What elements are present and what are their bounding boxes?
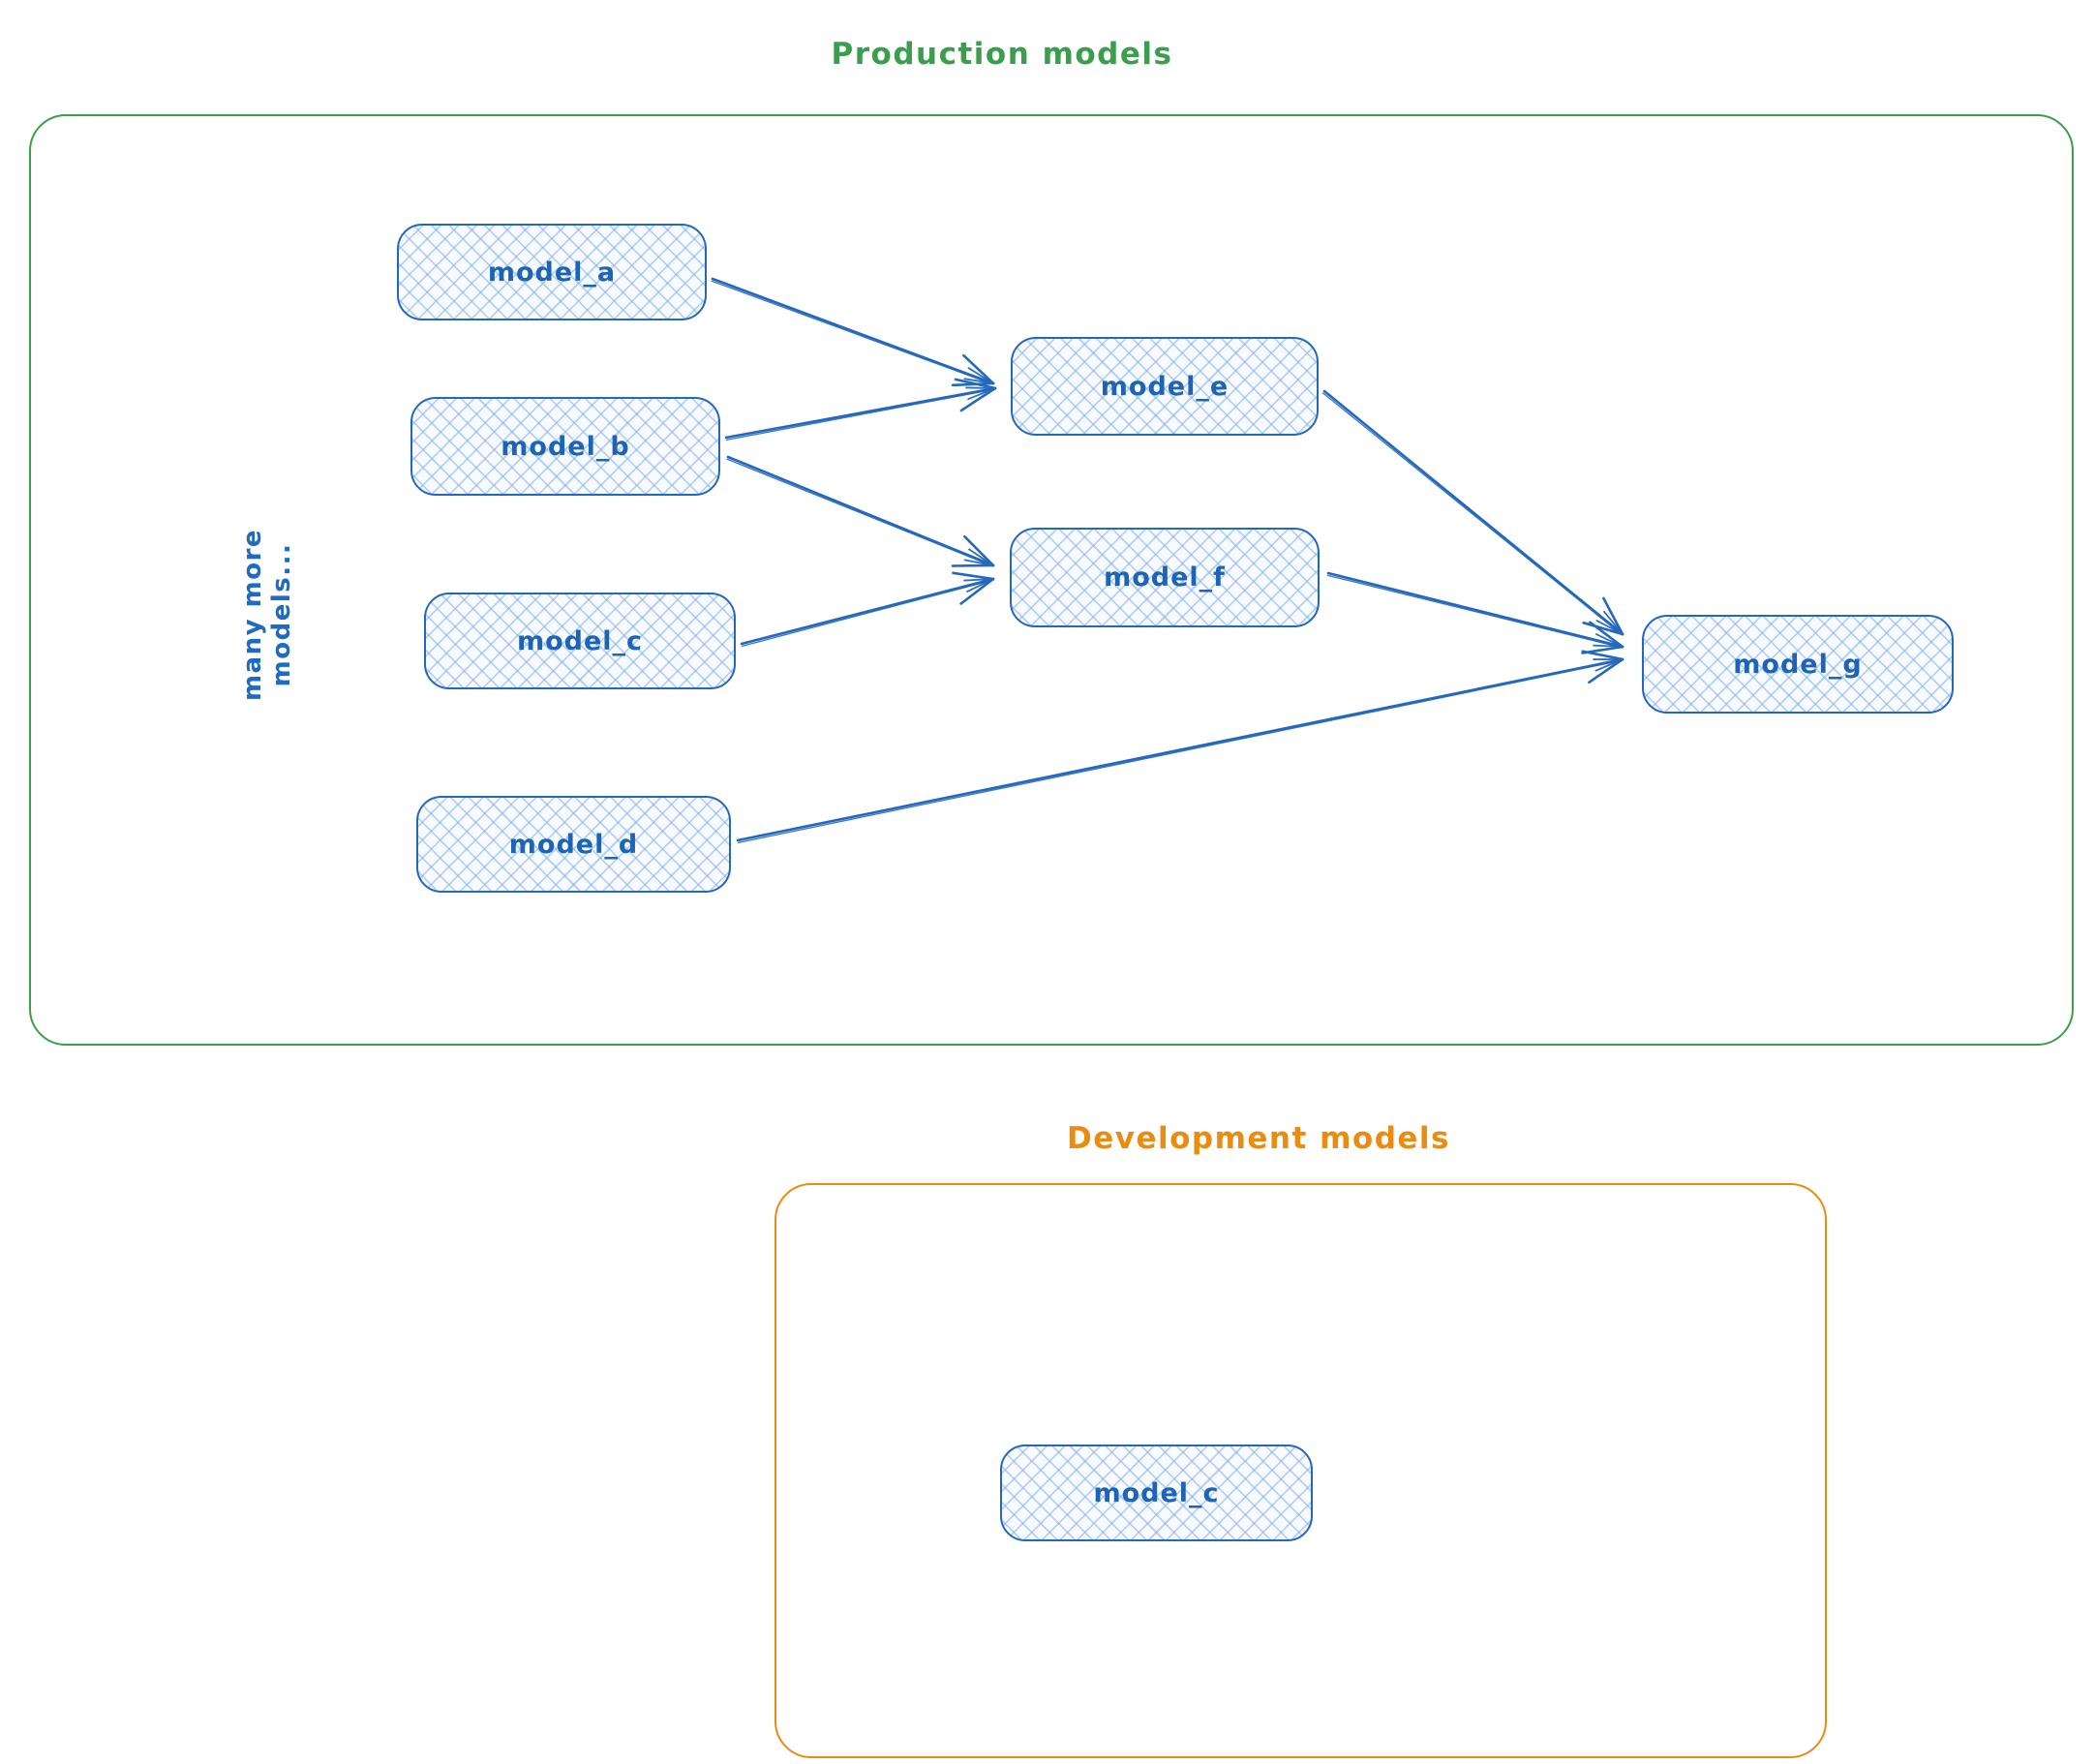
many-more-models-note: many more models... bbox=[238, 528, 296, 702]
development-container-title: Development models bbox=[1066, 1121, 1450, 1156]
node-model_c_dev: model_c bbox=[1000, 1445, 1313, 1541]
node-label-model_c: model_c bbox=[516, 625, 644, 656]
node-label-model_d: model_d bbox=[508, 829, 639, 860]
node-model_a: model_a bbox=[397, 224, 707, 320]
production-container-title: Production models bbox=[831, 37, 1173, 72]
node-label-model_f: model_f bbox=[1104, 563, 1226, 593]
node-model_g: model_g bbox=[1642, 615, 1954, 714]
node-label-model_b: model_b bbox=[501, 431, 630, 462]
node-model_f: model_f bbox=[1010, 528, 1320, 627]
node-label-model_e: model_e bbox=[1100, 371, 1230, 402]
node-model_b: model_b bbox=[410, 397, 720, 496]
node-label-model_g: model_g bbox=[1733, 649, 1863, 680]
node-label-model_a: model_a bbox=[487, 257, 617, 288]
node-model_c: model_c bbox=[424, 593, 736, 689]
production-container bbox=[29, 114, 2074, 1046]
node-label-model_c_dev: model_c bbox=[1093, 1477, 1220, 1508]
node-model_e: model_e bbox=[1011, 337, 1319, 436]
node-model_d: model_d bbox=[416, 796, 731, 893]
development-container bbox=[774, 1183, 1827, 1758]
